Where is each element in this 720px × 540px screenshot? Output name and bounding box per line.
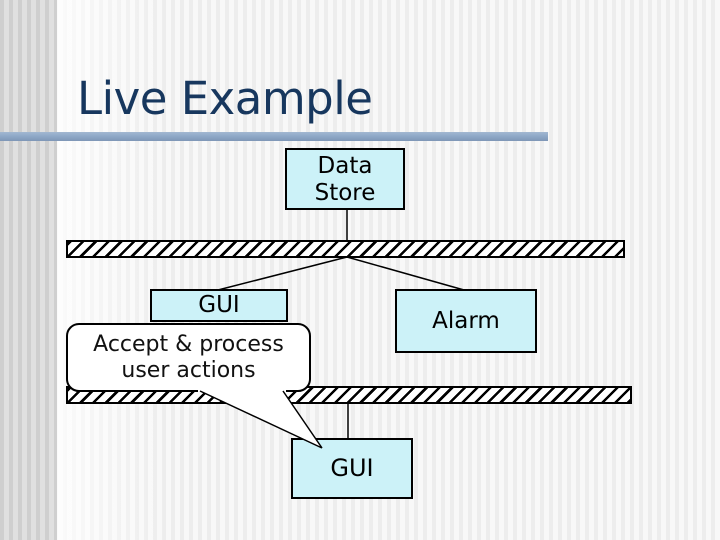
node-gui-top: GUI (150, 289, 288, 322)
callout-line2: user actions (121, 358, 256, 383)
callout-tail-base-mask (198, 388, 286, 393)
hatched-bus-bar-top (66, 240, 625, 258)
connector-bus-guitop (217, 256, 348, 291)
node-gui-top-label: GUI (198, 292, 240, 318)
node-alarm-label: Alarm (432, 308, 500, 334)
background-fade (57, 0, 167, 540)
callout-bubble: Accept & process user actions (66, 323, 311, 392)
node-data-store-line2: Store (314, 180, 376, 206)
node-gui-bottom: GUI (291, 438, 413, 499)
callout-line1: Accept & process (93, 332, 284, 357)
slide-title: Live Example (77, 72, 373, 125)
background-left-band (0, 0, 57, 540)
callout-tail-outline (199, 390, 323, 449)
connector-bus-alarm (346, 256, 465, 291)
node-alarm: Alarm (395, 289, 537, 353)
title-underline-rule (0, 132, 548, 141)
node-gui-bottom-label: GUI (330, 454, 374, 482)
node-data-store-line1: Data (317, 153, 373, 179)
node-data-store: Data Store (285, 148, 405, 210)
